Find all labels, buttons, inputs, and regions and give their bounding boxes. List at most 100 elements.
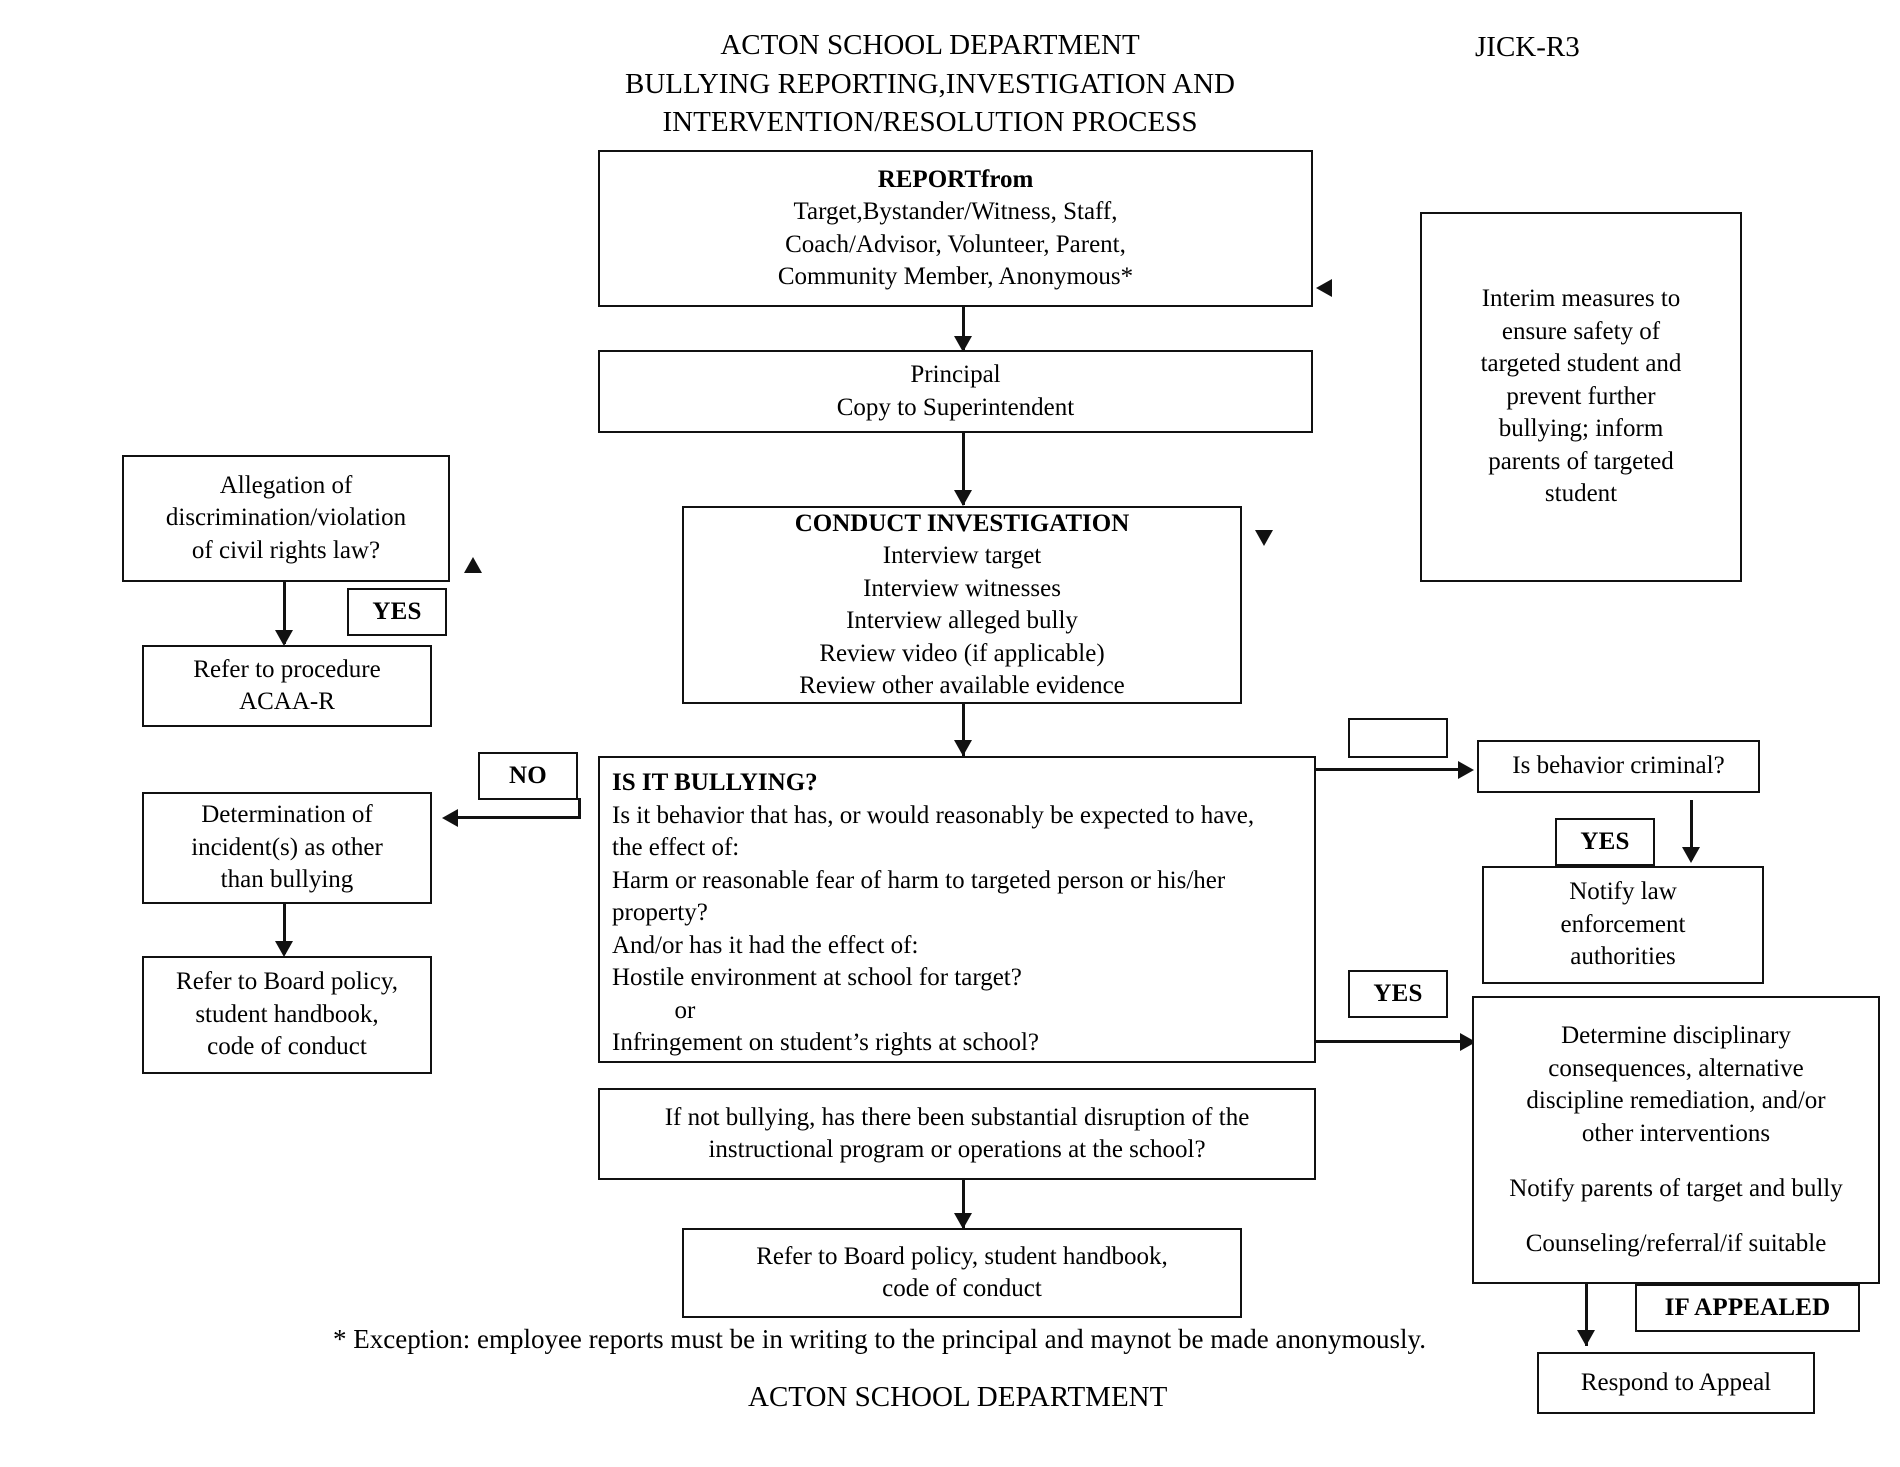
edge-label-yes-allegation: YES	[347, 588, 447, 636]
determination-line-3: than bullying	[220, 866, 354, 894]
criminal-line-1: Is behavior criminal?	[1512, 752, 1725, 780]
node-allegation: Allegation of discrimination/violation o…	[122, 455, 450, 582]
marker-up-triangle-allegation	[464, 557, 482, 573]
edge-label-if-appealed: IF APPEALED	[1635, 1284, 1860, 1332]
title-line-1: ACTON SCHOOL DEPARTMENT	[720, 29, 1140, 61]
investigation-line-3: Interview alleged bully	[846, 607, 1078, 634]
bullying-line-6: Hostile environment at school for target…	[612, 964, 1022, 991]
node-is-it-bullying: IS IT BULLYING? Is it behavior that has,…	[598, 756, 1316, 1063]
arrowhead-determination-other	[442, 809, 458, 827]
footnote: * Exception: employee reports must be in…	[333, 1324, 1426, 1354]
bullying-heading: IS IT BULLYING?	[612, 769, 818, 796]
refer-bottom-line-1: Refer to Board policy, student handbook,	[756, 1242, 1168, 1270]
refer-bottom-line-2: code of conduct	[882, 1275, 1042, 1302]
node-report: REPORTfrom Target,Bystander/Witness, Sta…	[598, 150, 1313, 307]
arrowhead-principal	[954, 336, 972, 352]
interim-line-7: student	[1544, 480, 1618, 508]
bullying-line-7: or	[612, 996, 696, 1024]
policy-code: JICK-R3	[1475, 31, 1580, 63]
allegation-line-2: discrimination/violation	[165, 504, 407, 532]
edge-disruption-to-refer-bottom	[962, 1180, 965, 1228]
appeal-line-1: Respond to Appeal	[1580, 1368, 1772, 1396]
arrowhead-refer-board-left	[275, 941, 293, 957]
footer-department: ACTON SCHOOL DEPARTMENT	[748, 1381, 1168, 1413]
discipline-counseling: Counseling/referral/if suitable	[1525, 1229, 1827, 1257]
node-determine-discipline: Determine disciplinary consequences, alt…	[1472, 996, 1880, 1284]
bullying-line-2: the effect of:	[612, 834, 740, 861]
allegation-line-3: of civil rights law?	[191, 536, 381, 564]
interim-line-6: parents of targeted	[1488, 447, 1674, 475]
discipline-line-2: consequences, alternative	[1548, 1054, 1804, 1082]
edge-to-criminal-horizontal	[1316, 768, 1464, 771]
investigation-line-2: Interview witnesses	[863, 574, 1061, 602]
edge-no-vertical	[578, 798, 581, 819]
interim-line-2: ensure safety of	[1501, 317, 1661, 345]
node-substantial-disruption: If not bullying, has there been substant…	[598, 1088, 1316, 1180]
edge-to-discipline-horizontal	[1316, 1040, 1466, 1043]
discipline-line-1: Determine disciplinary	[1561, 1022, 1791, 1049]
node-refer-acaa: Refer to procedure ACAA-R	[142, 645, 432, 727]
interim-line-3: targeted student and	[1480, 350, 1682, 378]
interim-line-4: prevent further	[1506, 382, 1656, 410]
report-line-2: Coach/Advisor, Volunteer, Parent,	[785, 230, 1126, 258]
refer-left-line-1: Refer to Board policy,	[176, 968, 398, 996]
refer-left-line-2: student handbook,	[195, 1000, 379, 1028]
bullying-line-8: Infringement on student’s rights at scho…	[612, 1029, 1040, 1056]
node-refer-board-left: Refer to Board policy, student handbook,…	[142, 956, 432, 1074]
investigation-line-1: Interview target	[882, 542, 1042, 569]
report-heading: REPORTfrom	[877, 165, 1034, 193]
arrowhead-bullying	[954, 740, 972, 756]
title-line-2: BULLYING REPORTING,INVESTIGATION AND	[625, 67, 1235, 100]
arrowhead-investigation	[954, 490, 972, 506]
discipline-line-4: other interventions	[1581, 1119, 1771, 1147]
node-empty-connector	[1348, 718, 1448, 758]
edge-allegation-to-acaa	[283, 582, 286, 644]
determination-line-2: incident(s) as other	[191, 833, 383, 861]
node-conduct-investigation: CONDUCT INVESTIGATION Interview target I…	[682, 506, 1242, 704]
disruption-line-1: If not bullying, has there been substant…	[664, 1103, 1250, 1131]
page-title: ACTON SCHOOL DEPARTMENT BULLYING REPORTI…	[560, 26, 1300, 142]
discipline-line-3: discipline remediation, and/or	[1526, 1087, 1826, 1114]
bullying-line-5: And/or has it had the effect of:	[612, 931, 919, 959]
investigation-line-4: Review video (if applicable)	[819, 639, 1105, 667]
arrowhead-respond-appeal	[1577, 1330, 1595, 1346]
acaa-line-1: Refer to procedure	[193, 655, 381, 683]
node-principal: Principal Copy to Superintendent	[598, 350, 1313, 433]
edge-determination-to-refer	[283, 904, 286, 954]
edge-criminal-to-notify	[1690, 800, 1693, 860]
bullying-line-3: Harm or reasonable fear of harm to targe…	[612, 866, 1226, 894]
node-interim-measures: Interim measures to ensure safety of tar…	[1420, 212, 1742, 582]
notify-line-1: Notify law	[1569, 878, 1677, 906]
edge-discipline-to-appeal	[1585, 1284, 1588, 1346]
refer-left-line-3: code of conduct	[207, 1033, 367, 1061]
determination-line-1: Determination of	[201, 801, 373, 829]
title-line-3: INTERVENTION/RESOLUTION PROCESS	[662, 106, 1198, 139]
marker-down-triangle-investigation	[1255, 530, 1273, 546]
node-is-behavior-criminal: Is behavior criminal?	[1477, 740, 1760, 793]
bullying-line-4: property?	[612, 899, 708, 926]
disruption-line-2: instructional program or operations at t…	[708, 1136, 1206, 1163]
arrowhead-notify-law	[1682, 847, 1700, 863]
edge-label-no-bullying: NO	[478, 752, 578, 800]
notify-line-3: authorities	[1570, 943, 1676, 971]
node-refer-board-bottom: Refer to Board policy, student handbook,…	[682, 1228, 1242, 1318]
allegation-line-1: Allegation of	[219, 471, 353, 499]
arrowhead-refer-board-bottom	[954, 1213, 972, 1229]
arrowhead-is-behavior-criminal	[1458, 761, 1474, 779]
node-notify-law: Notify law enforcement authorities	[1482, 866, 1764, 984]
edge-principal-to-investigation	[962, 433, 965, 505]
investigation-heading: CONDUCT INVESTIGATION	[794, 509, 1130, 537]
node-determination-other: Determination of incident(s) as other th…	[142, 792, 432, 904]
bullying-line-1: Is it behavior that has, or would reason…	[612, 801, 1255, 829]
report-line-1: Target,Bystander/Witness, Staff,	[793, 198, 1118, 225]
notify-line-2: enforcement	[1560, 910, 1686, 938]
edge-label-yes-criminal: YES	[1555, 818, 1655, 866]
edge-no-horizontal	[455, 816, 580, 819]
edge-label-yes-bullying: YES	[1348, 970, 1448, 1018]
interim-line-1: Interim measures to	[1481, 285, 1681, 313]
edge-investigation-to-bullying	[962, 704, 965, 756]
report-line-3: Community Member, Anonymous*	[777, 263, 1134, 290]
arrowhead-acaa	[275, 630, 293, 646]
edge-report-to-principal	[962, 307, 965, 350]
